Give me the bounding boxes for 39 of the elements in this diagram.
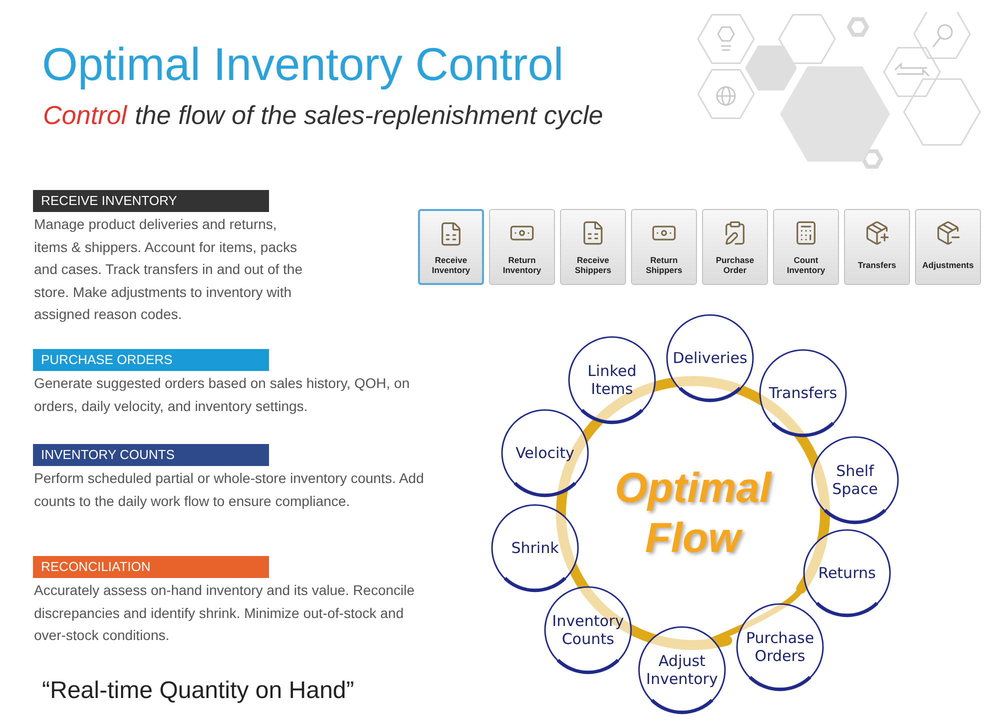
button-label: Purchase Order <box>714 255 756 275</box>
circle-label: Transfers <box>768 384 838 402</box>
subtitle-highlight: Control <box>43 99 127 132</box>
circle-label: Purchase Orders <box>744 629 816 665</box>
toolbar-button <box>631 209 697 285</box>
button-label: Return Shippers <box>644 255 684 275</box>
toolbar-button <box>418 209 484 285</box>
page-title: Optimal Inventory Control <box>42 37 564 92</box>
circle-label: Shelf Space <box>831 462 879 498</box>
button-label: Receive Shippers <box>574 255 612 275</box>
toolbar-button <box>844 209 910 285</box>
section-header-bar: RECEIVE INVENTORY <box>33 190 269 212</box>
section-header-bar: RECONCILIATION <box>33 556 269 578</box>
section-description: Perform scheduled partial or whole-store inventory counts. Add counts to the daily work flow to ensure compliance. <box>34 469 424 511</box>
circle-label: Velocity <box>514 444 576 462</box>
button-label: Adjustments <box>921 260 975 270</box>
circle-label: Linked Items <box>586 362 638 398</box>
circle-label: Adjust Inventory <box>645 652 719 688</box>
circle-label: Inventory Counts <box>551 612 625 648</box>
circle-label: Returns <box>817 564 877 582</box>
toolbar-button <box>773 209 839 285</box>
section-header-bar: PURCHASE ORDERS <box>33 349 269 371</box>
section-description: Generate suggested orders based on sales history, QOH, on orders, daily velocity, and inventory settings. <box>34 374 411 416</box>
toolbar-button <box>702 209 768 285</box>
button-label: Receive Inventory <box>430 255 472 275</box>
circle-label: Shrink <box>510 539 560 557</box>
center-title: Optimal Flow <box>614 463 773 563</box>
button-label: Count Inventory <box>786 255 826 275</box>
toolbar-button <box>560 209 626 285</box>
button-label: Transfers <box>856 260 898 270</box>
section-description: Manage product deliveries and returns, items & shippers. Account for items, packs and cases. Track transfers in and out of the store. Make adjustments to inventory with assigned reason codes. <box>34 215 304 324</box>
toolbar-button <box>915 209 981 285</box>
section-description: Accurately assess on-hand inventory and its value. Reconcile discrepancies and identify shrink. Minimize out-of-stock and over-stock conditions. <box>34 581 416 645</box>
circle-label: Deliveries <box>672 349 748 367</box>
quote: “Real-time Quantity on Hand” <box>42 676 354 706</box>
toolbar-button <box>489 209 555 285</box>
section-header-bar: INVENTORY COUNTS <box>33 444 269 466</box>
button-label: Return Inventory <box>502 255 542 275</box>
subtitle: the flow of the sales-replenishment cycle <box>134 99 604 132</box>
